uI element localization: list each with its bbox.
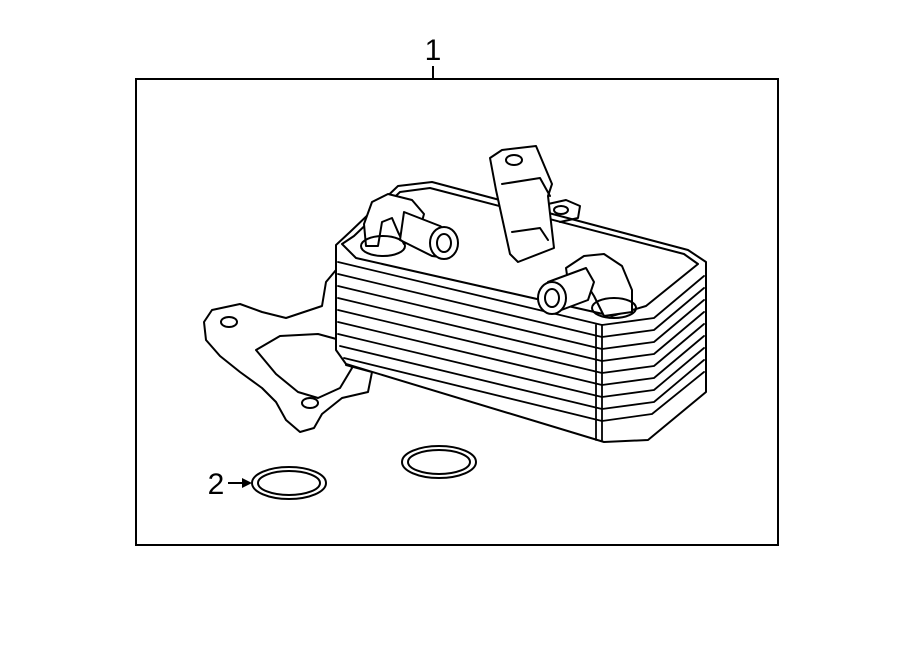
outlet-port-inner [544, 288, 560, 308]
top-tab-bolt-hole [553, 205, 569, 215]
callout-2-label: 2 [208, 468, 225, 501]
vent-bracket-face [501, 177, 551, 241]
bracket-recess [255, 333, 353, 399]
bracket-bolt-hole-lower [301, 397, 319, 409]
callout-1-label: 1 [425, 34, 442, 67]
seal-ring [251, 466, 327, 500]
inlet-base-ring [360, 235, 406, 257]
bracket-bolt-hole-upper [220, 316, 238, 328]
inlet-port-inner [436, 233, 452, 253]
outlet-base-ring [591, 297, 637, 319]
vent-bracket-hole [505, 154, 523, 166]
vent-bracket [489, 145, 555, 263]
callout-2-arrow [228, 478, 252, 488]
assembly-frame [135, 78, 779, 546]
seal-ring-center [401, 445, 477, 479]
top-tab [547, 199, 581, 223]
cooler-fin-stack [337, 261, 705, 441]
oil-cooler-assembly [203, 145, 707, 443]
